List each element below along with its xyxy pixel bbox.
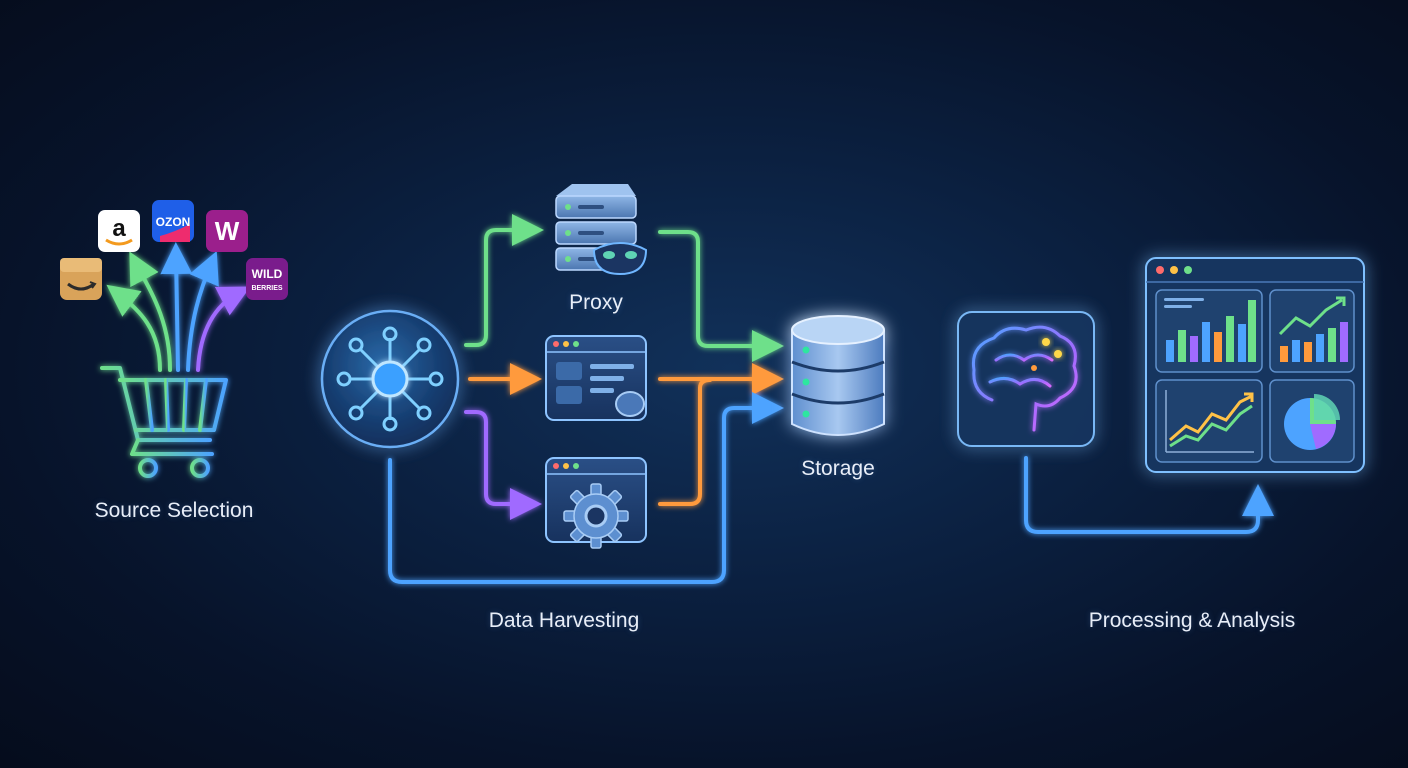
- svg-text:OZON: OZON: [156, 215, 191, 229]
- ozon-logo-icon: OZON: [152, 200, 194, 242]
- cart-to-logos-arrows: [106, 242, 251, 372]
- line-chart-panel: [1155, 379, 1263, 463]
- svg-text:W: W: [215, 216, 240, 246]
- svg-text:BERRIES: BERRIES: [251, 285, 282, 292]
- source-selection-group: a OZON W WILD BERRIES: [60, 200, 288, 478]
- trend-chart-panel: [1269, 289, 1355, 373]
- ai-brain-icon: [957, 311, 1095, 447]
- w-logo-icon: W: [206, 210, 248, 252]
- harvesting-connectors: [388, 214, 784, 584]
- shopping-cart-icon: [100, 366, 228, 478]
- bar-chart-panel: [1155, 289, 1263, 373]
- source-selection-label: Source Selection: [94, 499, 254, 522]
- gear-icon: [563, 483, 629, 549]
- data-harvesting-label: Data Harvesting: [488, 609, 640, 632]
- amazon-logo-icon: a: [98, 210, 140, 252]
- proxy-label: Proxy: [569, 291, 623, 314]
- wildberries-logo-icon: WILD BERRIES: [246, 258, 288, 300]
- mask-icon: [592, 242, 648, 276]
- svg-text:WILD: WILD: [252, 267, 283, 281]
- storage-label: Storage: [801, 457, 875, 480]
- arrow-feedback-loop: [1024, 456, 1274, 534]
- amazon-box-icon: [60, 258, 102, 300]
- browser-window-icon: [545, 335, 647, 421]
- svg-text:a: a: [112, 215, 126, 242]
- database-icon: [791, 315, 885, 436]
- analytics-dashboard-icon: [1145, 257, 1365, 473]
- pie-chart-panel: [1269, 379, 1355, 463]
- processing-analysis-label: Processing & Analysis: [1088, 609, 1296, 632]
- harvesting-hub-icon: [320, 309, 460, 449]
